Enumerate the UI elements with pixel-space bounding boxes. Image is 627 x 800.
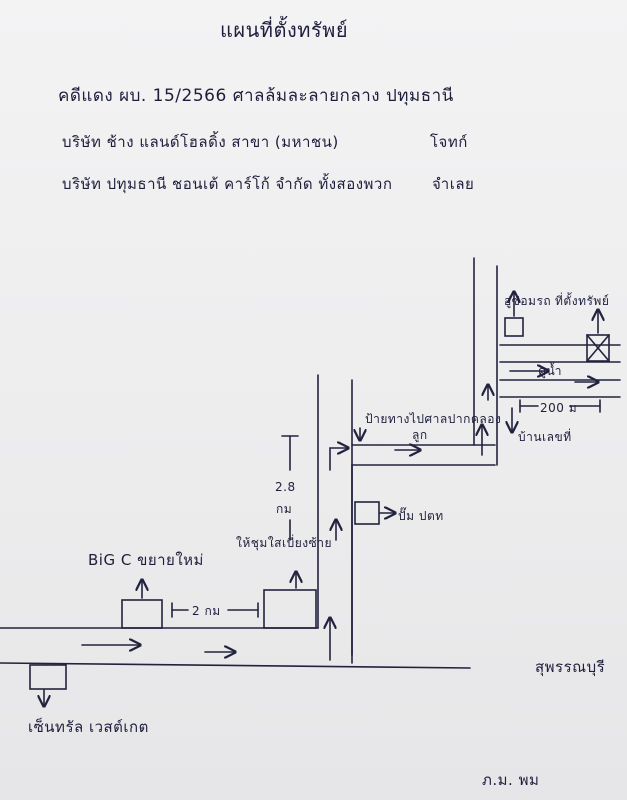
defendant-name: บริษัท ปทุมธานี ชอนเต้ คาร์โก้ จำกัด ทั้… (62, 175, 393, 193)
turn-left-label: ให้ชุมใสเบี่ยงซ้าย (236, 536, 333, 550)
garage-label: อู่ซ่อมรถ (504, 294, 552, 308)
sign-label-2: ลูก (412, 428, 428, 442)
turn-building (263, 589, 317, 629)
main-road-bottom (0, 662, 471, 669)
distance-28-unit: กม (276, 502, 293, 516)
sign-label: ป้ายทางไปศาลปากคลอง (365, 412, 502, 426)
signature: ภ.ม. พม (482, 771, 540, 789)
property-marker (586, 334, 610, 362)
big-c-building (121, 599, 163, 629)
big-c-label: BiG C ขยายใหม่ (88, 551, 204, 569)
distance-2km-label: 2 กม (192, 604, 221, 618)
pump-label: ปั๊ม ปตท (398, 509, 444, 523)
water-label: คูน้ำ (538, 364, 562, 378)
page-title: แผนที่ตั้งทรัพย์ (220, 18, 349, 42)
plaintiff-name: บริษัท ช้าง แลนด์โฮลดิ้ง สาขา (มหาชน) (62, 133, 339, 151)
direction-label: สุพรรณบุรี (535, 658, 606, 676)
case-line: คดีแดง ผบ. 15/2566 ศาลล้มละลายกลาง ปทุมธ… (58, 86, 454, 106)
plaintiff-label: โจทก์ (430, 133, 468, 151)
nearby-label: บ้านเลขที่ (518, 430, 572, 444)
central-label: เซ็นทรัล เวสต์เกต (28, 718, 149, 736)
central-box (29, 664, 67, 690)
garage-marker (504, 317, 524, 337)
ptt-box (354, 501, 380, 525)
distance-200-label: 200 ม (540, 401, 578, 415)
property-cross-2 (586, 334, 610, 362)
defendant-label: จำเลย (432, 175, 475, 193)
turn-arrow (329, 448, 348, 471)
distance-28-label: 2.8 (275, 480, 296, 494)
property-label: ที่ตั้งทรัพย์ (555, 294, 610, 308)
